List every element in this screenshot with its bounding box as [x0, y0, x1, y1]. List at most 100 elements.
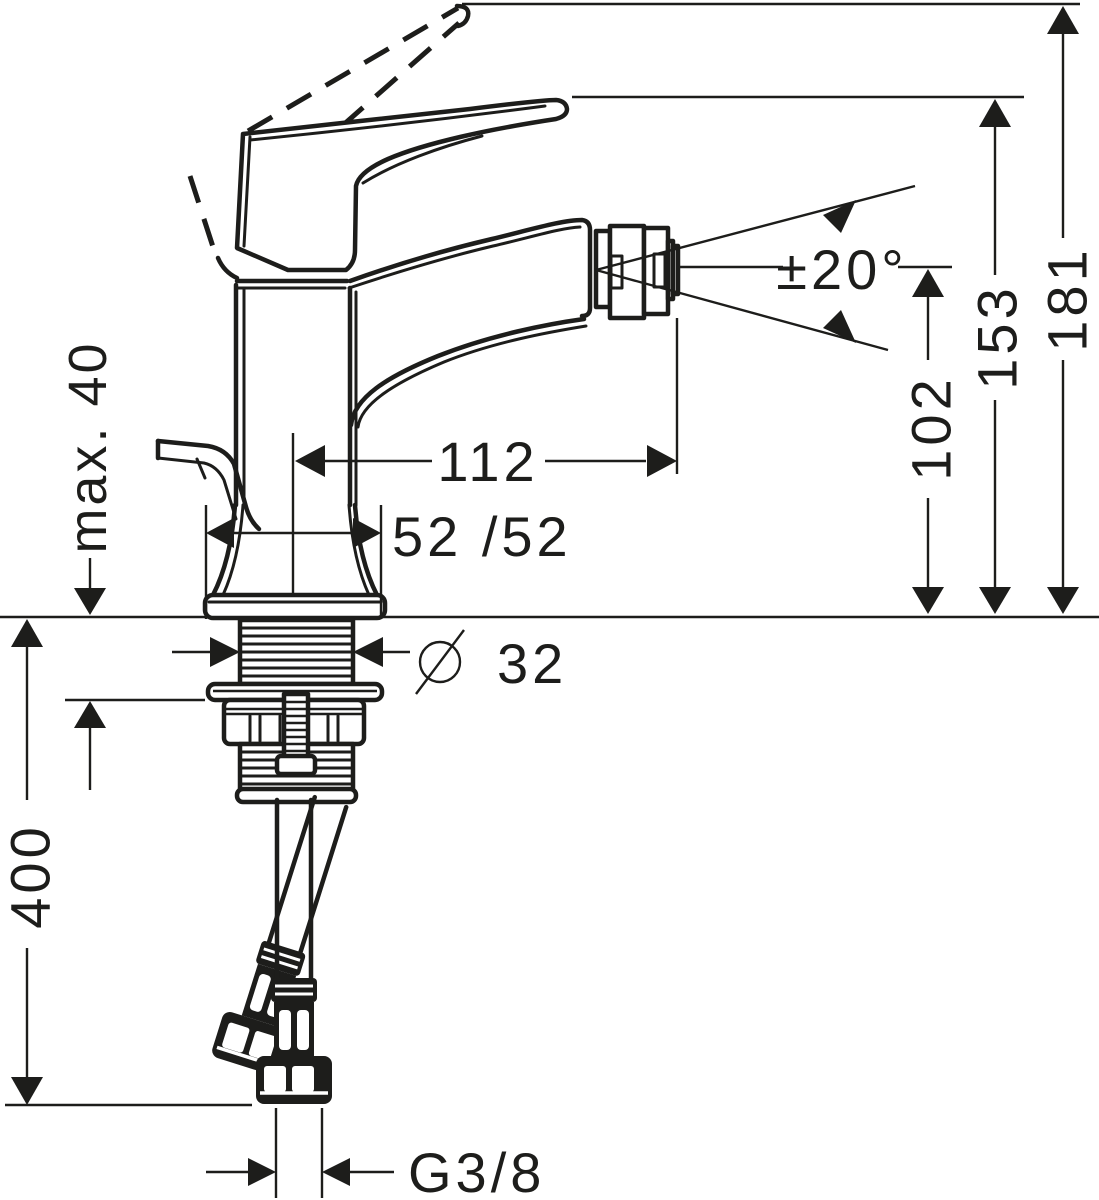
aerator-body — [607, 223, 647, 321]
left-hose-crimp-window-left — [279, 1010, 291, 1050]
raised-lever-dashed-outline — [187, 3, 471, 281]
spout-reach-left-arrow — [295, 445, 325, 477]
hose-length-down-arrow — [11, 1077, 43, 1105]
lever-handle-inner-left-line — [242, 135, 252, 248]
base-left-arrow — [206, 518, 234, 548]
dim-base-footprint: 52 /52 — [204, 505, 572, 619]
supply-hoses — [212, 794, 349, 1104]
base-flare-left-inner — [221, 503, 245, 597]
raised-lever-bottom-dashed-line — [340, 21, 461, 128]
outlet-height-label: 102 — [900, 375, 963, 480]
dim-spout-reach: 112 — [291, 318, 679, 597]
max-mounting-depth-label: max. 40 — [58, 340, 118, 553]
pop-up-rod-tick — [195, 457, 207, 480]
spray-angle-down-arrow — [823, 310, 856, 343]
hole-left-arrow — [210, 637, 240, 667]
raised-lever-up-arrow — [1047, 6, 1079, 34]
shank-thread-ribs — [238, 626, 355, 678]
spout-reach-right-arrow — [647, 445, 677, 477]
base-footprint-label: 52 /52 — [392, 505, 572, 568]
dim-raised-lever-height: 181 — [462, 2, 1099, 614]
left-hose-tube — [274, 797, 314, 983]
base-flare-right — [352, 502, 380, 598]
clamping-screw — [274, 691, 318, 777]
spray-angle-up-arrow — [823, 200, 856, 233]
dim-connection-thread: G3/8 — [206, 1108, 545, 1200]
raised-lever-height-label: 181 — [1036, 246, 1099, 351]
thread-right-arrow — [322, 1158, 350, 1186]
threaded-shank — [237, 617, 356, 687]
spout-top-edge — [347, 217, 593, 319]
aerator-outlet — [593, 223, 681, 321]
base-flare-right-inner — [347, 503, 371, 597]
spout-top-edge-inner — [347, 225, 582, 290]
lever-handle-inner-underside-line — [361, 134, 484, 185]
left-hose-ferrule — [271, 978, 317, 1002]
left-hose — [256, 797, 332, 1104]
handle-height-down-arrow — [979, 587, 1011, 614]
raised-lever-down-arrow — [1047, 587, 1079, 614]
raised-lever-base-dash — [215, 255, 240, 281]
spout-bottom-edge-inner — [356, 324, 588, 429]
spray-angle-upper-line — [595, 184, 916, 272]
base-right-arrow — [353, 518, 381, 548]
diameter-circle — [418, 640, 462, 684]
right-hose-nut-window-left — [222, 1022, 250, 1053]
handle-height-label: 153 — [966, 284, 1029, 389]
hose-length-label: 400 — [0, 823, 62, 928]
right-hose-tube — [266, 794, 349, 957]
pop-up-rod-inner — [156, 456, 238, 521]
left-hose-nut-window-left — [264, 1066, 286, 1092]
screw-head — [274, 753, 318, 777]
left-hose-crimp-window-right — [297, 1010, 309, 1050]
right-hose-crimp-window-left — [249, 973, 271, 1012]
under-counter-assembly — [205, 617, 385, 805]
diameter-slash — [415, 629, 465, 695]
base-ext-lines — [204, 505, 383, 619]
spray-angle-lower-line — [595, 268, 889, 352]
dim-hose-length: 400 — [0, 619, 252, 1107]
aerator-notch-left — [609, 254, 624, 290]
spout-bottom-edge — [348, 316, 587, 428]
right-hose-ferrule-bands — [260, 947, 301, 970]
raised-lever-back-dashed-line — [187, 175, 217, 251]
max-depth-down-arrow — [74, 588, 106, 615]
spout-reach-label: 112 — [437, 430, 538, 493]
aerator-ring-tip — [670, 243, 681, 297]
dim-hole-diameter: 32 — [172, 629, 567, 695]
hose-length-up-arrow — [11, 619, 43, 647]
screw-thread-ribs — [284, 700, 308, 753]
base-flare-left — [210, 502, 238, 598]
lever-handle-outline — [234, 97, 570, 273]
faucet-body — [155, 3, 681, 621]
max-depth-up-arrow — [74, 701, 106, 728]
raised-lever-tip-hook — [454, 3, 471, 29]
pop-up-rod-outer — [155, 438, 262, 532]
hole-right-arrow — [353, 637, 383, 667]
lever-handle-inner-top-line — [248, 104, 547, 142]
dim-outlet-height: 102 — [900, 269, 963, 614]
raised-lever-top-dashed-line — [246, 5, 460, 134]
left-hose-ferrule-bands — [275, 984, 313, 996]
outlet-height-down-arrow — [912, 587, 944, 614]
right-hose-nut-window-right — [248, 1031, 277, 1061]
lever-handle — [234, 97, 570, 273]
base-foot — [202, 592, 388, 621]
thread-left-arrow — [248, 1158, 276, 1186]
dim-handle-height: 153 — [572, 95, 1029, 614]
dim-max-mounting-depth: max. 40 — [58, 340, 205, 790]
outlet-height-up-arrow — [912, 269, 944, 297]
dim-spray-angle: ±20° — [595, 184, 952, 352]
diameter-symbol-icon — [415, 629, 465, 695]
pop-up-rod — [155, 438, 262, 532]
left-hose-nut-window-right — [292, 1066, 314, 1092]
body-and-spout — [233, 217, 593, 508]
hole-diameter-label: 32 — [497, 632, 567, 695]
spray-angle-label: ±20° — [776, 238, 907, 301]
connection-thread-label: G3/8 — [408, 1141, 545, 1200]
handle-height-up-arrow — [979, 99, 1011, 127]
screw-rod — [281, 691, 311, 761]
